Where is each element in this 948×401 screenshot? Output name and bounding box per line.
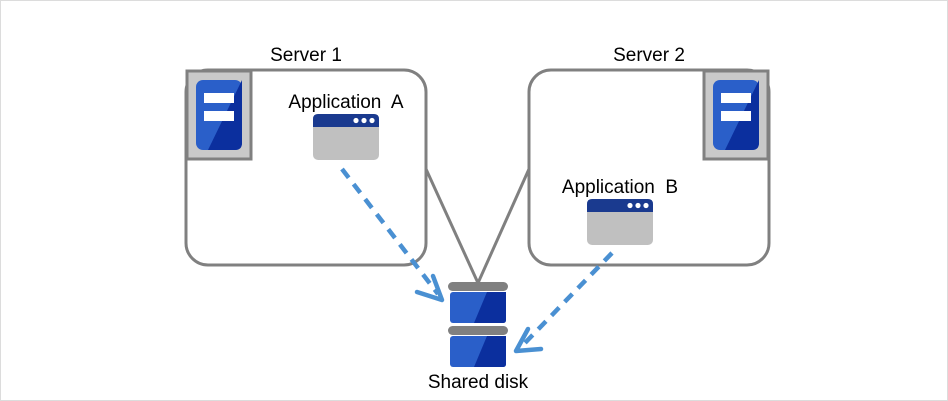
server-1-icon-group (185, 69, 253, 161)
application-a-icon-group[interactable] (313, 114, 379, 160)
connector-server2-disk (476, 168, 531, 284)
server-icon-bar-top (721, 93, 751, 103)
disk-bar-upper (448, 282, 508, 291)
window-dot-1 (353, 117, 359, 124)
application-window-icon-titlebar (313, 114, 379, 127)
arrow-application-a-to-disk (340, 167, 445, 303)
server-1-label: Server 1 (270, 45, 342, 66)
application-window-icon-titlebar (587, 199, 653, 212)
window-dot-3 (643, 202, 649, 209)
server-icon-bar-bottom (721, 111, 751, 121)
application-b-label: Application B (561, 177, 679, 198)
arrow-application-b-to-disk (513, 251, 614, 354)
disk-block-lower-shadow (474, 336, 506, 367)
server-2-icon-group (702, 69, 770, 161)
application-a-label: Application A (288, 92, 404, 113)
disk-bar-lower (448, 326, 508, 335)
window-dot-1 (627, 202, 633, 209)
window-dot-2 (361, 117, 367, 124)
window-dot-3 (369, 117, 375, 124)
server-icon-bar-top (204, 93, 234, 103)
disk-block-upper-shadow (474, 292, 506, 323)
shared-disk-label: Shared disk (427, 372, 529, 393)
server-icon-bar-bottom (204, 111, 234, 121)
shared-disk-icon-group[interactable] (448, 282, 508, 367)
application-b-icon-group[interactable] (587, 199, 653, 245)
connector-server1-disk (424, 168, 480, 284)
server-2-label: Server 2 (613, 45, 685, 66)
window-dot-2 (635, 202, 641, 209)
